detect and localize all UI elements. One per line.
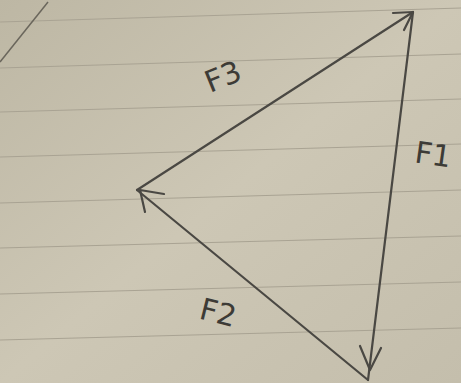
force-vector-f1 bbox=[368, 12, 413, 380]
stray-pencil-line bbox=[0, 2, 48, 62]
force-vector-f2 bbox=[137, 190, 368, 380]
force-vector-f3 bbox=[137, 12, 413, 190]
arrowhead bbox=[140, 190, 164, 212]
force-label: F1 bbox=[413, 138, 453, 173]
ruled-lines bbox=[0, 8, 461, 340]
arrowhead bbox=[393, 12, 413, 30]
force-label-box: F1 bbox=[415, 140, 451, 170]
force-label-box: F3 bbox=[205, 62, 241, 92]
force-label: F2 bbox=[197, 294, 240, 332]
arrowhead bbox=[360, 346, 381, 370]
force-label: F3 bbox=[201, 56, 246, 97]
force-vectors bbox=[137, 12, 413, 380]
force-label-box: F2 bbox=[200, 298, 236, 328]
